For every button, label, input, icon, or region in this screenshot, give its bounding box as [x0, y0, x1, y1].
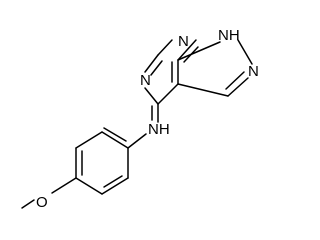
bond-c4-c3a [157, 83, 179, 105]
bond-ph5-double [103, 175, 123, 188]
bond-n1h-n2 [237, 39, 253, 65]
bond-n2-c3-double [225, 71, 245, 90]
atom-n3: N [140, 72, 151, 89]
atom-nh-pyrazole: NH [218, 27, 240, 44]
bond-ph4 [75, 177, 103, 195]
bond-ph2 [75, 131, 103, 149]
bond-c2-n3 [144, 54, 159, 73]
bond-ph-o [51, 177, 77, 194]
bond-nh-phenyl [127, 133, 147, 149]
bond-c3-c3a [177, 83, 229, 97]
atom-nh-amine: NH [148, 121, 170, 138]
atom-n1: N [178, 33, 189, 50]
atom-n2: N [248, 63, 259, 80]
structure-diagram: N NH N N NH O [21, 27, 259, 211]
atom-o-methoxy: O [36, 194, 48, 211]
bond-ph1 [101, 131, 129, 149]
bond-o-ch3 [21, 199, 35, 209]
bond-n1-c2 [157, 39, 173, 56]
bond-n3-c4 [144, 87, 159, 105]
bond-ph5 [101, 177, 129, 195]
bond-c6-n1 [177, 39, 197, 61]
molecule-drawing: N NH N N NH O [21, 27, 259, 211]
bond-n2-c3 [227, 77, 249, 97]
bond-ph1-double [103, 127, 127, 142]
bond-c7a-n1h [177, 41, 221, 61]
bond-c2-n3-double [150, 60, 163, 76]
